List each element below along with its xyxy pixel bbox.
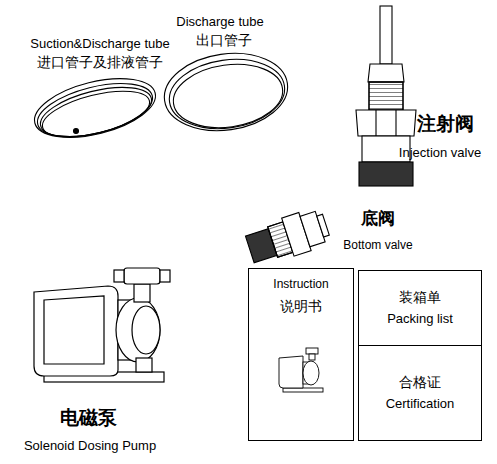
illustration-part <box>34 268 170 382</box>
instruction-booklet: Instruction 说明书 <box>248 268 354 441</box>
illustration-part-part <box>38 82 154 145</box>
card-heading: 装箱单 <box>399 289 441 305</box>
illustration-part-part <box>159 46 292 139</box>
illustration-part-part <box>124 268 160 284</box>
illustration-part-part <box>369 82 403 110</box>
card-text: 说明书 <box>280 298 322 314</box>
illustration-part <box>244 206 332 269</box>
illustration-part <box>159 46 292 139</box>
part-name: Injection valve <box>399 146 481 160</box>
card-text: Packing list <box>387 312 453 327</box>
illustration-part-part <box>369 82 403 110</box>
packing-list-card: 装箱单 Packing list <box>358 270 482 346</box>
illustration-part-part <box>34 286 118 376</box>
card-text: Certification <box>386 397 455 412</box>
part-name: Solenoid Dosing Pump <box>24 439 156 453</box>
illustration-part-part <box>32 73 158 146</box>
illustration-part-part <box>44 296 104 364</box>
illustration-part-part <box>368 64 404 82</box>
illustration-part-part <box>132 306 160 354</box>
illustration-part <box>29 68 162 148</box>
illustration-part-part <box>356 110 416 136</box>
card-heading: Instruction <box>273 278 328 292</box>
illustration-part-part <box>359 162 413 186</box>
illustration-part-part <box>134 284 150 302</box>
illustration-part-part <box>114 270 124 282</box>
illustration-part-part <box>36 78 157 146</box>
illustration-part-part <box>74 129 79 134</box>
illustration-part-part <box>309 354 315 360</box>
illustration-part-part <box>160 270 170 282</box>
part-name: 进口管子及排液管子 <box>37 55 163 70</box>
illustration-part-part <box>380 6 392 64</box>
illustration-part <box>279 348 323 392</box>
illustration-part-part <box>116 298 160 362</box>
illustration-part-part <box>279 356 303 388</box>
illustration-part-part <box>136 358 152 372</box>
illustration-part-part <box>169 58 287 135</box>
card-heading: 合格证 <box>399 374 441 390</box>
part-name: 注射阀 <box>417 114 474 135</box>
illustration-part-part <box>375 110 376 136</box>
illustration-part-part <box>317 214 330 237</box>
illustration-part-part <box>303 361 319 385</box>
illustration-part-part <box>283 388 323 392</box>
part-name: 出口管子 <box>196 33 252 48</box>
illustration-part-part <box>395 110 396 136</box>
part-name: Discharge tube <box>176 15 263 29</box>
part-name: Bottom valve <box>343 239 412 252</box>
illustration-part-part <box>306 348 318 354</box>
part-name: 底阀 <box>361 210 395 229</box>
part-name: 电磁泵 <box>60 408 117 429</box>
part-name: Suction&Discharge tube <box>30 37 169 51</box>
illustration-part-part <box>29 68 162 148</box>
illustration-part-part <box>165 52 289 135</box>
certification-card: 合格证 Certification <box>358 345 482 441</box>
